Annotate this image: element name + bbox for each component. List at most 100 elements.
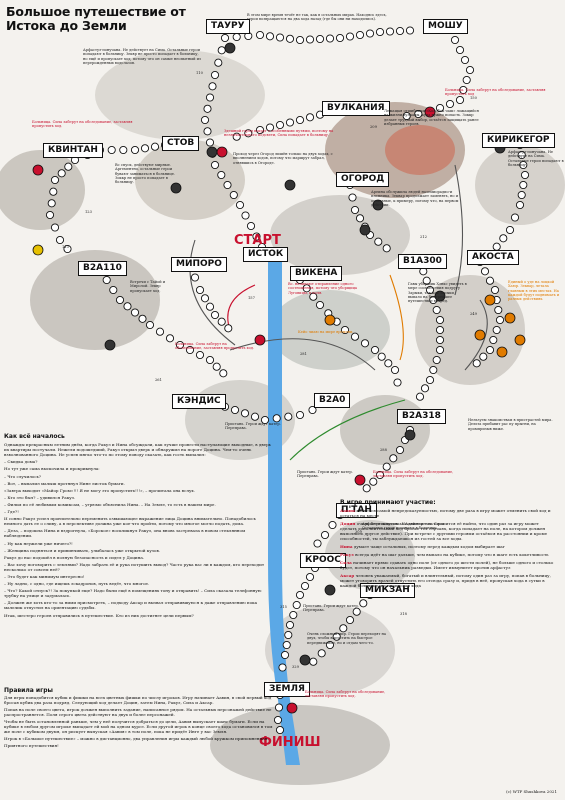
- track-cell[interactable]: [425, 375, 435, 385]
- track-cell[interactable]: [64, 162, 73, 171]
- track-cell[interactable]: [200, 294, 210, 303]
- event-marker[interactable]: [504, 312, 516, 324]
- track-cell[interactable]: [389, 454, 398, 463]
- track-cell[interactable]: [352, 607, 361, 616]
- track-cell[interactable]: [140, 144, 150, 153]
- track-cell[interactable]: [495, 315, 505, 325]
- track-cell[interactable]: [375, 27, 385, 37]
- station-ptan[interactable]: П'ТАН: [336, 503, 377, 518]
- track-cell[interactable]: [415, 392, 425, 401]
- track-cell[interactable]: [232, 32, 241, 42]
- track-cell[interactable]: [275, 120, 285, 130]
- track-cell[interactable]: [505, 225, 515, 235]
- station-tauru[interactable]: ТАУРУ: [206, 19, 250, 34]
- track-cell[interactable]: [435, 315, 445, 325]
- event-marker[interactable]: [206, 146, 218, 158]
- track-cell[interactable]: [273, 715, 283, 725]
- track-cell[interactable]: [348, 193, 357, 202]
- track-cell[interactable]: [295, 590, 305, 600]
- track-cell[interactable]: [241, 211, 250, 220]
- event-marker[interactable]: [224, 42, 236, 54]
- track-cell[interactable]: [244, 129, 253, 138]
- track-cell[interactable]: [224, 324, 233, 333]
- track-cell[interactable]: [350, 332, 360, 341]
- track-cell[interactable]: [275, 33, 285, 42]
- track-cell[interactable]: [479, 352, 488, 361]
- event-marker[interactable]: [104, 339, 116, 351]
- track-cell[interactable]: [138, 314, 147, 323]
- track-cell[interactable]: [519, 180, 528, 190]
- track-cell[interactable]: [420, 384, 430, 393]
- track-cell[interactable]: [355, 30, 365, 40]
- track-cell[interactable]: [107, 145, 116, 155]
- track-cell[interactable]: [432, 355, 441, 365]
- track-cell[interactable]: [265, 32, 275, 41]
- track-cell[interactable]: [455, 95, 465, 105]
- track-cell[interactable]: [175, 340, 185, 350]
- station-ogorod[interactable]: ОГОРОД: [336, 172, 390, 187]
- station-kendis[interactable]: КЭНДИС: [172, 394, 226, 409]
- event-marker[interactable]: [424, 106, 436, 118]
- track-cell[interactable]: [102, 275, 111, 285]
- track-cell[interactable]: [435, 345, 445, 355]
- track-cell[interactable]: [155, 327, 165, 336]
- track-cell[interactable]: [210, 160, 220, 170]
- track-cell[interactable]: [45, 210, 55, 220]
- station-miporo[interactable]: МИПОРО: [171, 257, 227, 272]
- track-cell[interactable]: [205, 93, 215, 102]
- track-cell[interactable]: [255, 30, 265, 40]
- track-cell[interactable]: [365, 29, 375, 38]
- track-cell[interactable]: [123, 302, 132, 311]
- track-cell[interactable]: [272, 414, 281, 423]
- track-cell[interactable]: [432, 305, 441, 315]
- event-marker[interactable]: [216, 146, 228, 158]
- station-akosta[interactable]: АКОСТА: [467, 250, 519, 265]
- track-cell[interactable]: [309, 657, 318, 666]
- track-cell[interactable]: [305, 113, 315, 122]
- track-cell[interactable]: [109, 285, 118, 295]
- track-cell[interactable]: [369, 477, 378, 486]
- track-cell[interactable]: [210, 70, 220, 80]
- track-cell[interactable]: [217, 170, 226, 180]
- track-cell[interactable]: [295, 115, 305, 125]
- track-cell[interactable]: [345, 32, 355, 41]
- track-cell[interactable]: [203, 127, 212, 136]
- track-cell[interactable]: [214, 58, 223, 67]
- track-cell[interactable]: [374, 237, 383, 246]
- track-cell[interactable]: [295, 410, 305, 420]
- station-mikzan[interactable]: МИКЗАН: [360, 583, 415, 598]
- event-marker[interactable]: [359, 224, 371, 236]
- track-cell[interactable]: [165, 334, 175, 343]
- track-cell[interactable]: [205, 302, 215, 311]
- track-cell[interactable]: [50, 175, 60, 185]
- track-cell[interactable]: [517, 190, 526, 200]
- track-cell[interactable]: [217, 46, 226, 55]
- track-cell[interactable]: [489, 335, 498, 345]
- track-cell[interactable]: [520, 170, 530, 180]
- track-cell[interactable]: [384, 359, 393, 368]
- track-cell[interactable]: [382, 462, 391, 471]
- track-cell[interactable]: [494, 305, 503, 315]
- track-cell[interactable]: [203, 104, 212, 113]
- event-marker[interactable]: [324, 584, 336, 596]
- station-moshu[interactable]: МОШУ: [423, 19, 468, 34]
- track-cell[interactable]: [435, 325, 445, 335]
- track-cell[interactable]: [63, 244, 72, 254]
- event-marker[interactable]: [299, 654, 311, 666]
- track-cell[interactable]: [300, 581, 310, 591]
- track-cell[interactable]: [57, 169, 66, 178]
- track-cell[interactable]: [220, 33, 230, 43]
- track-cell[interactable]: [250, 412, 260, 421]
- station-vulkania[interactable]: ВУЛКАНИЯ: [322, 101, 390, 116]
- track-cell[interactable]: [320, 530, 330, 540]
- track-cell[interactable]: [190, 273, 200, 282]
- event-marker[interactable]: [286, 702, 298, 714]
- track-cell[interactable]: [414, 109, 423, 119]
- track-cell[interactable]: [49, 187, 58, 196]
- track-cell[interactable]: [212, 362, 221, 371]
- station-v1a300[interactable]: В1А300: [398, 254, 447, 269]
- track-cell[interactable]: [510, 213, 520, 222]
- track-cell[interactable]: [284, 630, 293, 640]
- track-cell[interactable]: [274, 703, 284, 712]
- track-cell[interactable]: [302, 284, 311, 293]
